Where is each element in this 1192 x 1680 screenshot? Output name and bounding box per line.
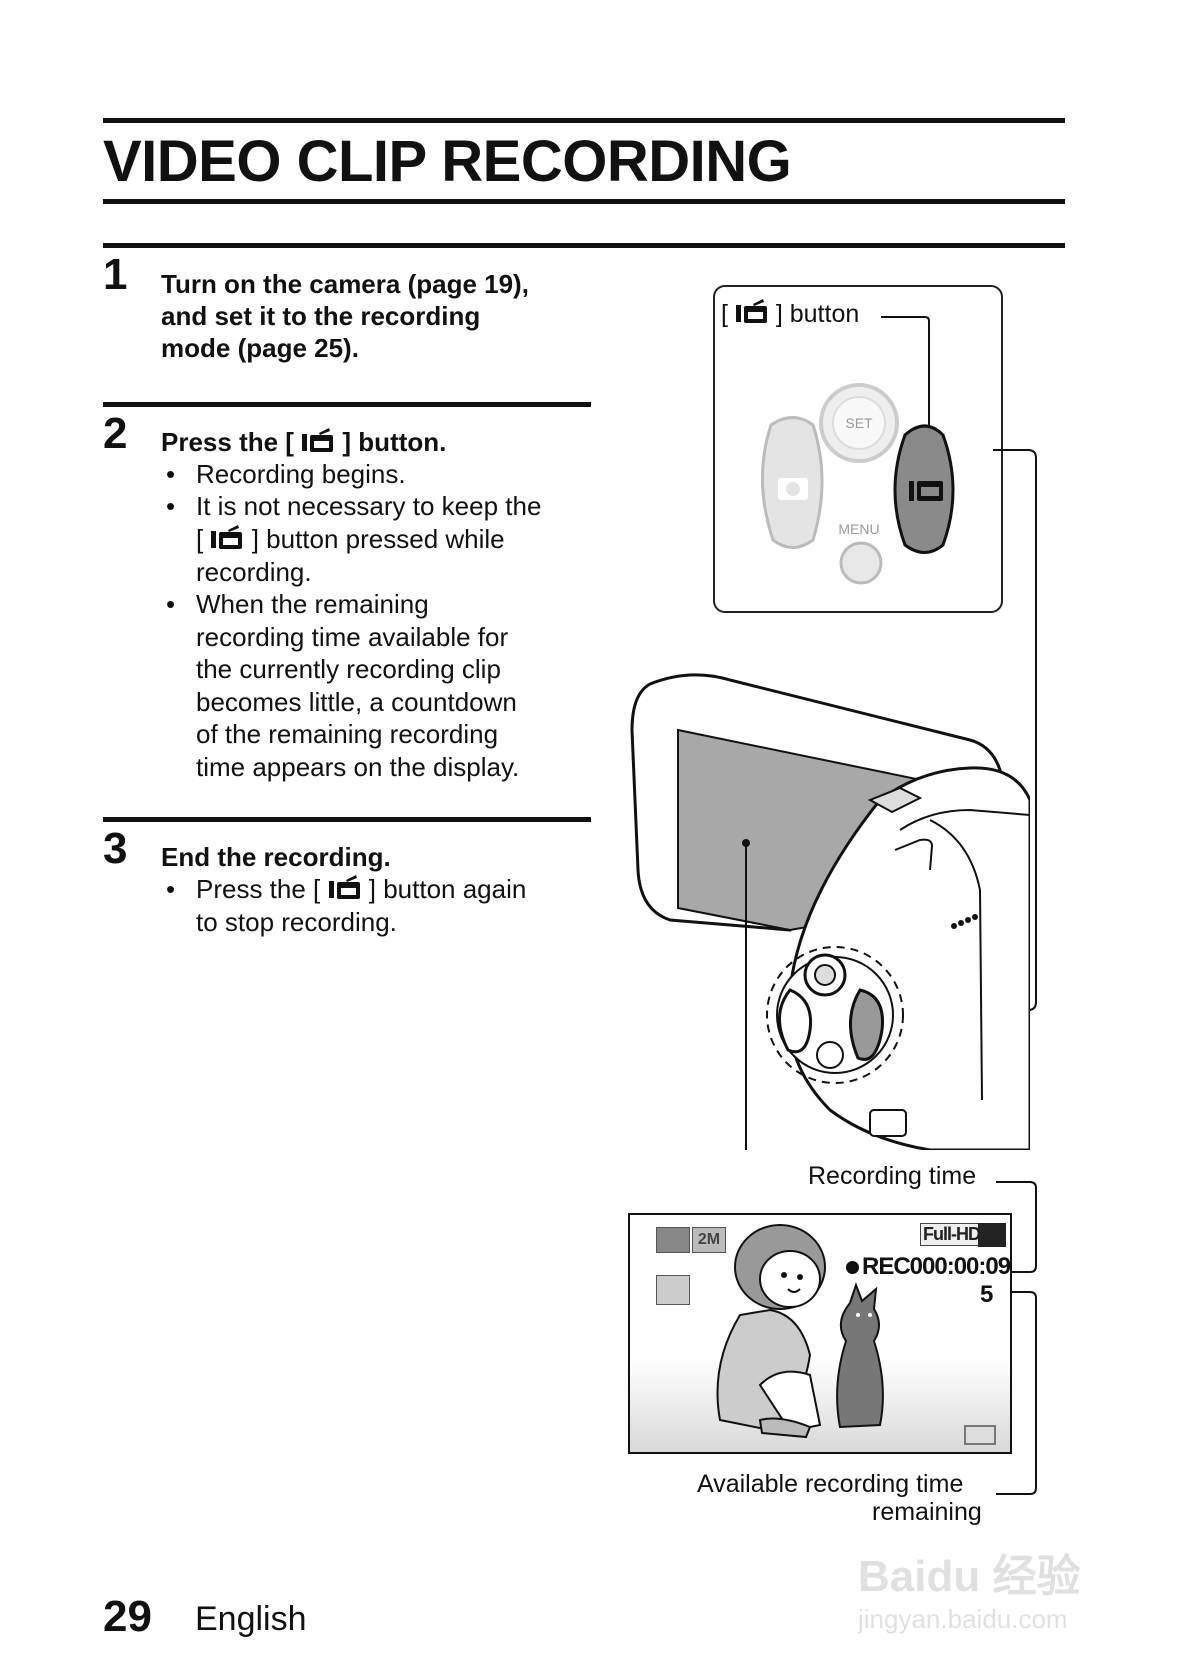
recording-time-label: Recording time: [808, 1162, 977, 1190]
watermark-url: jingyan.baidu.com: [858, 1604, 1068, 1634]
bracket-close-text: ] button pressed while: [251, 524, 505, 554]
bullet-text: Recording begins.: [196, 459, 406, 489]
video-button-icon: [328, 874, 362, 910]
video-button-icon: [301, 427, 335, 462]
video-button-icon: [210, 524, 244, 560]
battery-icon: [964, 1425, 996, 1445]
bullet-text: It is not necessary to keep the: [196, 491, 542, 521]
step1-text: Turn on the camera (page 19), and set it…: [161, 268, 529, 364]
bullet-text: of the remaining recording: [196, 719, 499, 749]
baidu-watermark: Baidu 经验 jingyan.baidu.com: [858, 1540, 1158, 1650]
camera-illustration: [630, 673, 1030, 1150]
step2-rule: [103, 402, 591, 407]
bullet-dot: •: [166, 874, 176, 904]
bullet-dot: •: [166, 491, 176, 521]
bracket-open: [: [196, 524, 204, 554]
available-time-label-1: Available recording time: [697, 1470, 964, 1498]
callout-bracket-open: [: [721, 300, 728, 328]
bullet-dot: •: [166, 459, 176, 489]
bullet-text: When the remaining: [196, 589, 429, 619]
bullet-dot: •: [166, 589, 176, 619]
connector-line: [992, 449, 1037, 1011]
step2-heading: Press the [ ] button.: [161, 426, 446, 462]
bullet-text: becomes little, a countdown: [196, 686, 517, 717]
bullet-text: time appears on the display.: [196, 751, 520, 782]
video-button-icon: [735, 298, 769, 333]
step3-rule: [103, 817, 591, 822]
fullhd-badge: Full-HD: [920, 1223, 983, 1246]
title-bottom-rule: [103, 199, 1065, 204]
bullet-text-line2: [ ] button pressed while: [196, 523, 505, 560]
step1-line: Turn on the camera (page 19),: [161, 269, 529, 299]
title-top-rule: [103, 118, 1065, 123]
bullet-text: the currently recording clip: [196, 654, 501, 684]
footer-language: English: [195, 1600, 307, 1638]
menu-label: MENU: [838, 521, 879, 537]
flash-off-icon: [656, 1275, 690, 1305]
button-closeup-illustration: SET MENU: [760, 316, 1003, 585]
page-title: VIDEO CLIP RECORDING: [103, 129, 792, 194]
image-size-icon: 2M: [692, 1227, 726, 1253]
callout-text: ] button: [775, 300, 860, 328]
video-mode-icon: [978, 1223, 1006, 1247]
step2-heading-post: ] button.: [342, 427, 447, 457]
available-time-label-2: remaining: [872, 1498, 982, 1526]
watermark-brand: Baidu 经验: [858, 1552, 1081, 1601]
step2-number: 2: [103, 409, 128, 458]
video-button-callout: [ ] button: [721, 298, 859, 333]
recording-time-value: REC000:00:09: [862, 1253, 1011, 1280]
set-label: SET: [845, 415, 873, 431]
step1-line: and set it to the recording: [161, 301, 481, 331]
rec-indicator: REC000:00:09: [846, 1253, 1010, 1281]
lcd-screen: 2M Full-HD REC000:00:09 5: [628, 1213, 1012, 1454]
bullet-text: to stop recording.: [196, 907, 397, 937]
rec-dot-icon: [846, 1261, 859, 1274]
bullet-text-post: ] button again: [368, 874, 527, 904]
countdown-value: 5: [980, 1281, 994, 1308]
photo-mode-icon: [656, 1227, 690, 1253]
step2-heading-pre: Press the [: [161, 427, 294, 457]
page-number: 29: [103, 1592, 152, 1641]
bullet-text: recording time available for: [196, 621, 509, 652]
bullet-text-line3: recording.: [196, 557, 312, 587]
step3-number: 3: [103, 824, 128, 873]
callout-lines-screen: [994, 1181, 1037, 1495]
step1-rule: [103, 243, 1065, 248]
step1-number: 1: [103, 250, 128, 299]
bullet-text-pre: Press the [: [196, 874, 321, 904]
girl-and-cat-illustration: [716, 1224, 884, 1439]
step1-line: mode (page 25).: [161, 333, 359, 363]
bullet-text: Press the [ ] button again: [196, 873, 526, 910]
step3-heading: End the recording.: [161, 842, 391, 872]
